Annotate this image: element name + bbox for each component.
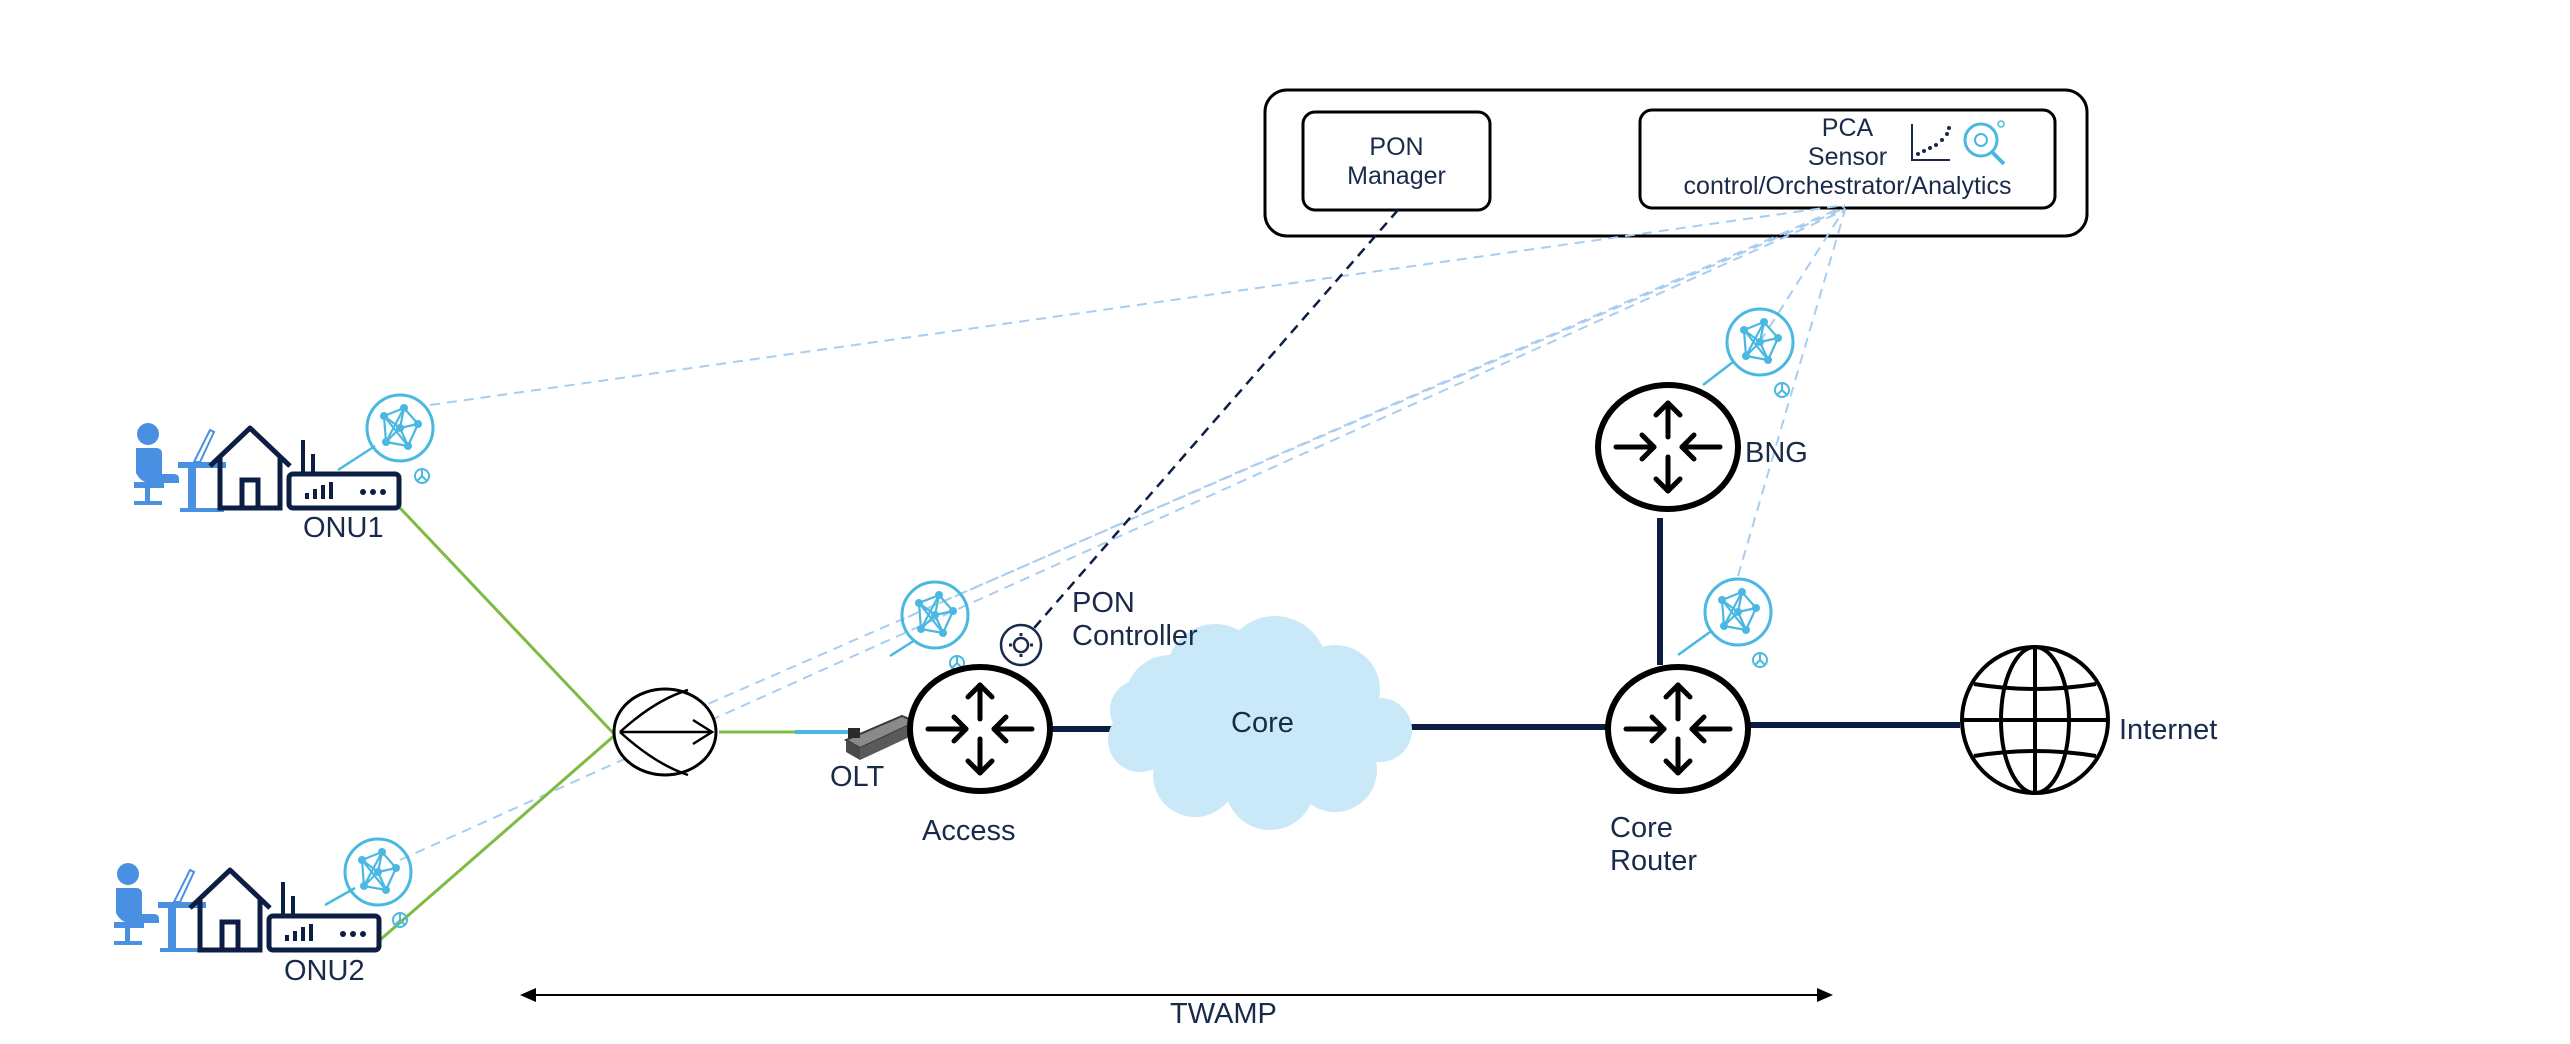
house-icon [210,428,290,508]
pca-label: PCA Sensor control/Orchestrator/Analytic… [1640,114,2055,201]
olt-sfp-icon[interactable] [843,714,919,760]
pca-line1: PCA [1821,114,1874,142]
cloud-icon[interactable] [1108,616,1412,830]
onu-device-icon[interactable] [289,440,399,508]
chart-icon [1911,124,1951,161]
sensor-icon[interactable] [1725,307,1795,399]
pon-controller-label: PON Controller [1072,587,1198,653]
core-cloud-label: Core [1231,707,1294,739]
pon-controller-line1: PON [1072,587,1135,619]
sensor-icon[interactable] [365,393,435,485]
twamp-label: TWAMP [1170,998,1277,1030]
gear-icon[interactable] [999,623,1043,667]
person-at-desk-icon [133,422,227,513]
onu2-label: ONU2 [284,955,365,987]
core-router-icon[interactable] [1608,667,1748,791]
bng-label: BNG [1745,437,1808,469]
pon-manager-line2: Manager [1347,162,1446,190]
fiber-links [379,506,815,942]
backbone-links [1050,518,1960,732]
twamp-measurement-arrow [520,988,1833,1002]
core-router-label: Core Router [1610,812,1697,878]
internet-label: Internet [2119,714,2218,746]
globe-icon[interactable] [1960,645,2110,795]
core-router-line1: Core [1610,812,1673,844]
magnifier-icon [1963,120,2006,166]
splitter-icon[interactable] [612,687,718,777]
olt-label: OLT [830,761,885,793]
pca-box[interactable] [1638,108,2057,210]
pca-line2: Sensor [1807,143,1888,171]
house-icon [190,870,270,950]
core-router-line2: Router [1610,845,1698,877]
access-router-icon[interactable] [910,667,1050,791]
pon-manager-link [1014,209,1399,651]
pon-controller-line2: Controller [1072,620,1198,652]
pon-manager-line1: PON [1369,133,1424,161]
bng-router-icon[interactable] [1598,385,1738,509]
pca-line3: control/Orchestrator/Analytics [1683,172,2012,200]
onu-device-icon[interactable] [269,882,379,950]
onu1-label: ONU1 [303,512,384,544]
access-label: Access [922,815,1016,847]
sensor-icon[interactable] [1703,577,1773,669]
pon-manager-label: PON Manager [1303,133,1490,191]
